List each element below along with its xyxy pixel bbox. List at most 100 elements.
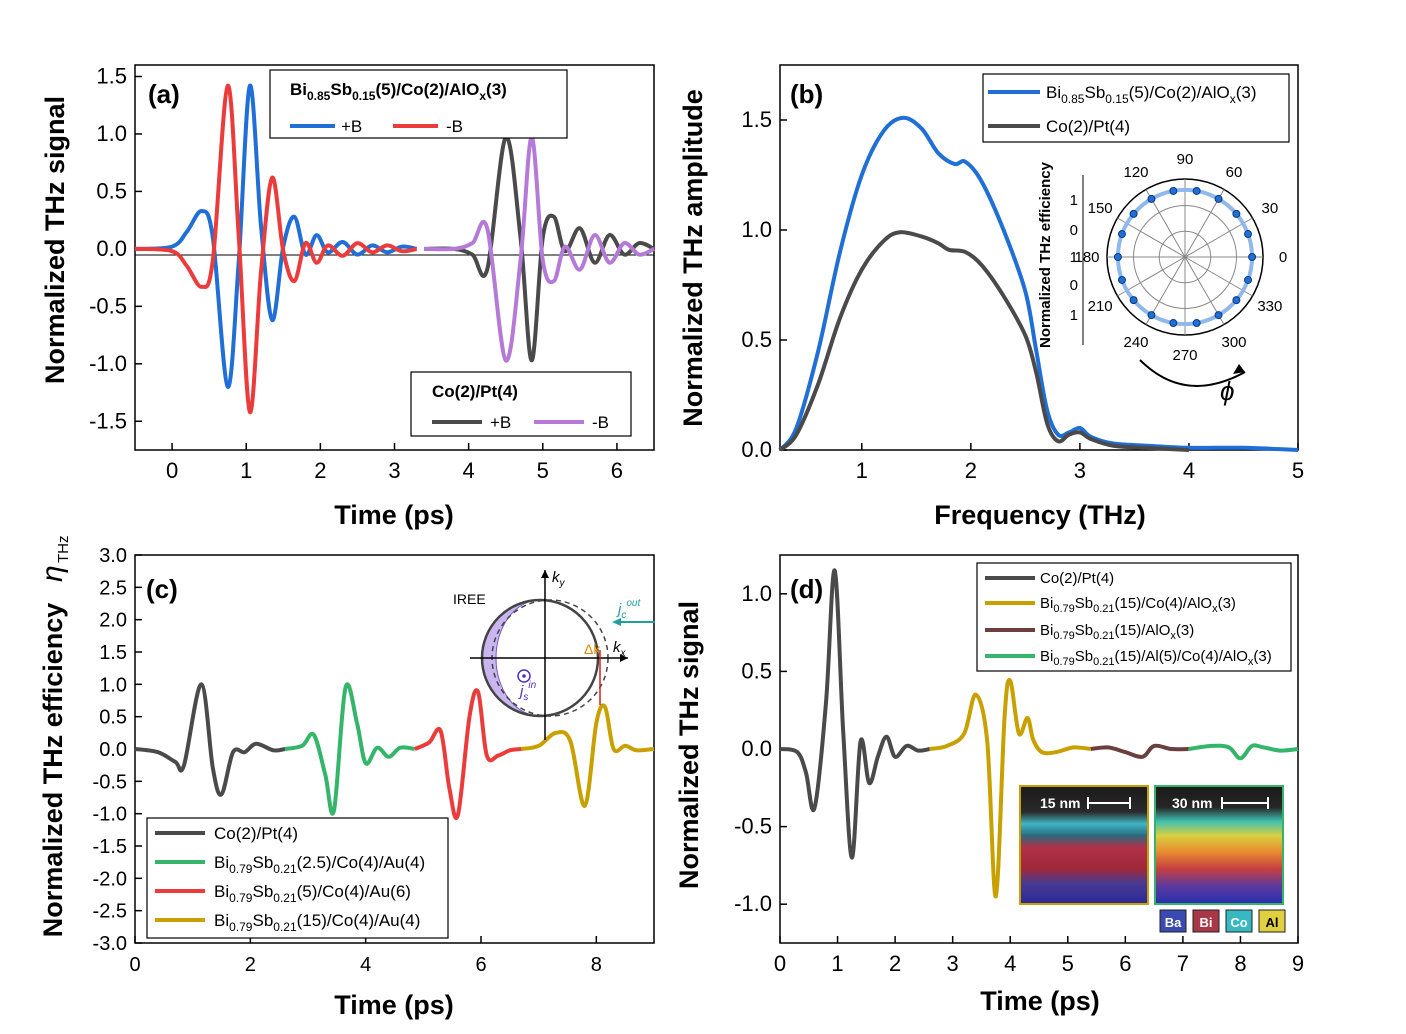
polar-point — [1129, 296, 1138, 305]
xtick-label: 4 — [360, 954, 371, 976]
js-label: jsin — [518, 680, 537, 703]
xtick-label: 9 — [1292, 951, 1304, 976]
series-line-1 — [929, 678, 1092, 899]
panel-a-ylabel: Normalized THz signal — [40, 96, 70, 384]
panel-a-yticks: 1.51.00.50.0-0.5-1.0-1.5 — [89, 63, 142, 433]
ytick-label: 0.5 — [96, 178, 127, 203]
ky-arrow — [541, 570, 549, 578]
polar-point — [1169, 186, 1178, 195]
legend-minusB: -B — [592, 413, 609, 432]
polar-angle-label: 270 — [1172, 347, 1197, 364]
edx-key-label: Ba — [1165, 915, 1182, 930]
ytick-label: -1.5 — [93, 836, 127, 858]
spin-out-symbol — [517, 669, 531, 683]
panel-b-legend: Bi0.85Sb0.15(5)/Co(2)/AlOx(3) Co(2)/Pt(4… — [982, 73, 1290, 143]
xtick-label: 2 — [314, 458, 326, 483]
polar-radial-label: 1 — [1070, 192, 1078, 209]
ky-label: ky — [552, 569, 566, 589]
edx-image-2 — [1154, 785, 1284, 905]
ytick-label: 0.5 — [741, 658, 772, 683]
panel-d-ylabel: Normalized THz signal — [674, 601, 704, 889]
polar-angle-label: 330 — [1257, 298, 1282, 315]
edx-key-bi — [1192, 909, 1220, 933]
panel-c-yticks: 3.02.52.01.51.00.50.0-0.5-1.0-1.5-2.0-2.… — [93, 545, 142, 955]
xtick-label: 4 — [463, 458, 475, 483]
xtick-label: 4 — [1183, 458, 1195, 483]
polar-spoke — [1184, 217, 1253, 258]
xtick-label: 2 — [889, 951, 901, 976]
legend-box — [410, 371, 632, 437]
series-line-1 — [284, 682, 415, 816]
panel-d-series — [779, 568, 1299, 899]
ytick-label: -1.0 — [89, 351, 127, 376]
xtick-label: 6 — [611, 458, 623, 483]
jc-arrowhead — [612, 618, 621, 626]
series-line-0 — [778, 115, 1299, 452]
panel-d-legend: Co(2)/Pt(4) Bi0.79Sb0.21(15)/Co(4)/AlOx(… — [976, 562, 1292, 672]
ytick-label: 1.0 — [741, 217, 772, 242]
edx-key-label: Bi — [1200, 915, 1213, 930]
xtick-label: 0 — [166, 458, 178, 483]
polar-point — [1192, 186, 1201, 195]
ytick-label: -0.5 — [93, 771, 127, 793]
jc-label: jcout — [616, 598, 641, 621]
legend-entry-0: Co(2)/Pt(4) — [214, 824, 298, 843]
xtick-label: 4 — [1004, 951, 1016, 976]
panel-a-series — [134, 83, 655, 415]
series-line-2 — [1090, 743, 1189, 759]
polar-radial-label: 0 — [1070, 277, 1078, 294]
ytick-label: 1.0 — [741, 581, 772, 606]
panel-a-legend-top: Bi0.85Sb0.15(5)/Co(2)/AlOx(3) +B -B — [269, 69, 568, 139]
polar-point — [1244, 275, 1253, 284]
panel-b-ylabel: Normalized THz amplitude — [678, 89, 708, 427]
legend-entry-1: Bi0.79Sb0.21(15)/Co(4)/AlOx(3) — [1040, 595, 1236, 615]
scale-label-2: 30 nm — [1172, 795, 1212, 811]
polar-point — [1113, 253, 1122, 261]
panel-c-ylabel-sub: THz — [55, 536, 72, 564]
polar-angle-label: 90 — [1177, 151, 1194, 168]
kx-arrow — [620, 654, 628, 662]
panel-c-label: (c) — [146, 574, 178, 604]
polar-radial-label: 1 — [1070, 249, 1078, 266]
xtick-label: 5 — [1292, 458, 1304, 483]
ytick-label: -2.0 — [93, 868, 127, 890]
panel-c-ylabel: Normalized THz efficiency — [38, 603, 68, 938]
legend-bisb: Bi0.85Sb0.15(5)/Co(2)/AlOx(3) — [1046, 83, 1257, 106]
iree-label: IREE — [453, 591, 486, 607]
phi-arrow — [1139, 359, 1246, 387]
xtick-label: 8 — [1234, 951, 1246, 976]
spin-out-dot — [522, 674, 526, 678]
series-line-3 — [521, 703, 655, 808]
xtick-label: 6 — [1119, 951, 1131, 976]
ytick-label: 1.5 — [96, 63, 127, 88]
legend-title: Bi0.85Sb0.15(5)/Co(2)/AlOx(3) — [290, 80, 507, 103]
polar-point — [1214, 311, 1223, 320]
panel-b-xlabel: Frequency (THz) — [934, 500, 1146, 530]
panel-b-yticks: 1.51.00.50.0 — [741, 107, 787, 462]
polar-point — [1147, 311, 1156, 320]
series-line-3 — [1188, 743, 1299, 761]
polar-angle-label: 300 — [1221, 334, 1246, 351]
ytick-label: 0.5 — [99, 707, 127, 729]
panel-c-ylabel-eta: η — [36, 565, 69, 582]
panel-c-ylabel-group: Normalized THz efficiency η THz — [36, 536, 72, 938]
ytick-label: 1.0 — [99, 674, 127, 696]
scale-label-1: 15 nm — [1040, 795, 1080, 811]
panel-c-xlabel: Time (ps) — [334, 990, 454, 1020]
series-line-2 — [413, 688, 522, 820]
xtick-label: 3 — [947, 951, 959, 976]
phi-arrowhead — [1233, 364, 1245, 374]
polar-ylabel: Normalized THz efficiency — [1037, 161, 1054, 348]
ytick-label: 0.0 — [741, 736, 772, 761]
polar-point — [1244, 230, 1253, 239]
xtick-label: 3 — [1074, 458, 1086, 483]
polar-grid — [1106, 178, 1264, 336]
legend-entry-2: Bi0.79Sb0.21(5)/Co(4)/Au(6) — [214, 882, 411, 905]
polar-point — [1192, 319, 1201, 328]
polar-point — [1117, 275, 1126, 284]
legend-plusB: +B — [490, 413, 511, 432]
xtick-label: 1 — [831, 951, 843, 976]
